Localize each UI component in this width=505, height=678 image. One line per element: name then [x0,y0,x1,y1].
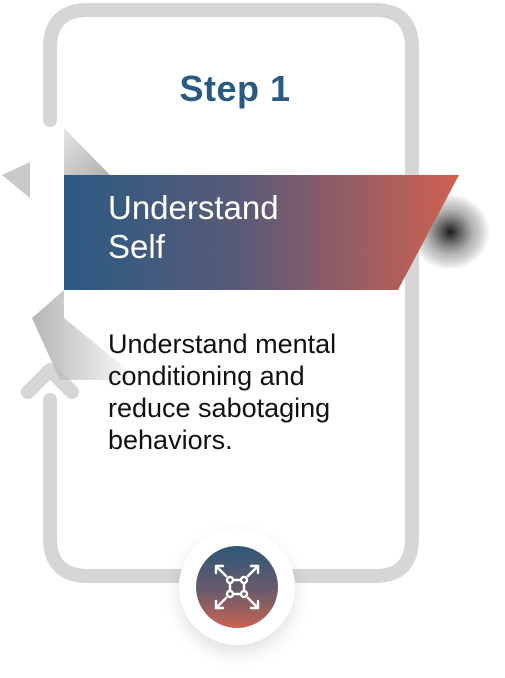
banner-title: Understand Self [108,188,358,266]
expand-arrows-network-icon [214,564,260,610]
fold-top [64,128,110,175]
step-title: Step 1 [179,68,291,109]
step-badge [179,529,295,645]
up-arrow-icon [21,363,79,399]
banner-ribbon [64,175,459,290]
description-line-3: reduce sabotaging [108,393,331,423]
banner-title-line-2: Self [108,228,165,265]
badge-circle [196,546,278,628]
fold-bottom [32,290,140,380]
step-description: Understand mental conditioning and reduc… [108,328,408,456]
description-line-4: behaviors. [108,425,233,455]
description-line-2: conditioning and [108,361,305,391]
fold-tab [42,128,64,290]
frame-outline [43,3,419,583]
banner-title-line-1: Understand [108,189,279,226]
description-line-1: Understand mental [108,329,337,359]
fold-left-triangle [2,162,30,198]
